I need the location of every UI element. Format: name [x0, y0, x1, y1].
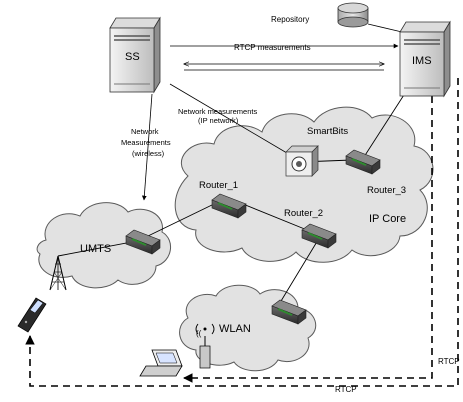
router-1-label: Router_1	[199, 180, 238, 191]
ip-core-label: IP Core	[369, 213, 406, 225]
network-measurements-wireless-label-3: (wireless)	[132, 149, 165, 158]
rtcp-measurements-label: RTCP measurements	[234, 43, 311, 52]
repository-link	[367, 23, 403, 33]
rtcp-dashed-paths	[25, 78, 459, 387]
ip-core-cloud	[174, 106, 434, 263]
smartbits-label: SmartBits	[307, 126, 348, 137]
router-3-label: Router_3	[367, 185, 406, 196]
smartbits-analyzer-icon	[285, 145, 319, 177]
router-icon	[301, 223, 337, 249]
network-measurements-ip-label: Network measurements	[178, 107, 257, 116]
ims-label: IMS	[412, 55, 432, 67]
ip-measurement-arrow	[169, 83, 293, 157]
rtcp-bottom-label: RTCP	[335, 385, 357, 394]
wifi-signal-icon	[195, 323, 215, 335]
database-icon	[337, 2, 369, 28]
network-measurements-wireless-label-2: Measurements	[121, 138, 171, 147]
umts-label: UMTS	[80, 243, 111, 255]
router-icon	[211, 193, 247, 219]
mobile-phone-icon	[17, 297, 47, 333]
rtcp-right-label: RTCP	[438, 357, 460, 366]
router-icon	[345, 149, 381, 175]
ss-label: SS	[125, 51, 140, 63]
router-icon	[125, 229, 161, 255]
ims-server-icon	[399, 20, 451, 98]
repository-label: Repository	[271, 15, 309, 24]
wlan-label: WLAN	[219, 323, 251, 335]
network-measurements-wireless-label: Network	[131, 127, 159, 136]
ss-ims-double-arrow	[184, 64, 384, 71]
umts-cloud	[36, 202, 171, 289]
cell-tower-icon	[49, 255, 67, 291]
network-measurements-ip-sublabel: (IP network)	[198, 116, 239, 125]
laptop-icon	[139, 349, 183, 377]
wireless-access-point-icon: ((	[196, 329, 211, 369]
svg-text:((: ((	[196, 329, 202, 338]
ss-server-icon	[109, 16, 161, 94]
router-2-label: Router_2	[284, 208, 323, 219]
router-icon	[271, 299, 307, 325]
wireless-measurement-arrow	[141, 93, 153, 201]
